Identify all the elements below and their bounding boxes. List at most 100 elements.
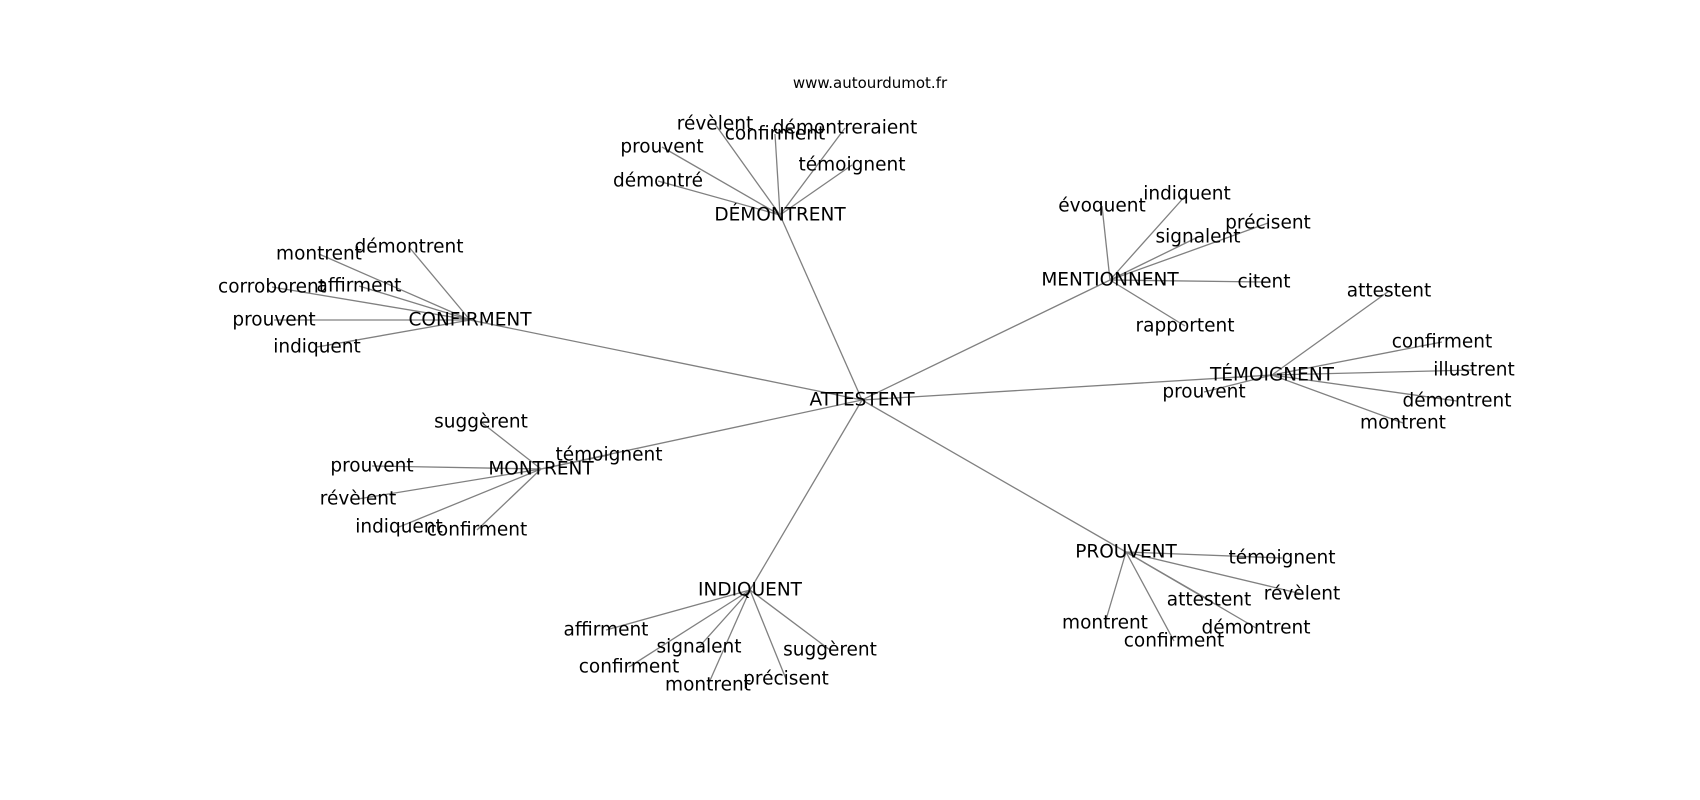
leaf-node-mentionnent-citent[interactable]: citent [1238, 272, 1291, 293]
leaf-node-mentionnent-indiquent[interactable]: indiquent [1143, 184, 1231, 205]
edge-center-demontrent [779, 214, 863, 401]
leaf-node-temoignent-attestent[interactable]: attestent [1347, 281, 1431, 302]
hub-node-mentionnent[interactable]: MENTIONNENT [1041, 270, 1179, 291]
edge-confirment-corroborent [271, 286, 471, 321]
edge-indiquent-suggerent [749, 589, 831, 651]
hub-node-prouvent[interactable]: PROUVENT [1075, 542, 1177, 563]
leaf-node-montrent-suggerent[interactable]: suggèrent [434, 412, 528, 433]
leaf-node-temoignent-montrent[interactable]: montrent [1360, 413, 1446, 434]
leaf-node-confirment-affirment[interactable]: affirment [317, 276, 402, 297]
edge-center-prouvent [861, 399, 1127, 553]
hub-node-indiquent[interactable]: INDIQUENT [698, 580, 803, 601]
edge-demontrent-prouvent [661, 146, 781, 216]
edge-center-mentionnent [861, 279, 1111, 401]
leaf-node-prouvent-attestent[interactable]: attestent [1167, 590, 1251, 611]
leaf-node-demontrent-revelent[interactable]: révèlent [677, 114, 753, 135]
hub-node-demontrent[interactable]: DÉMONTRENT [714, 204, 846, 226]
edge-montrent-suggerent [480, 421, 542, 470]
leaf-node-indiquent-affirment[interactable]: affirment [564, 620, 649, 641]
edge-prouvent-confirment [1125, 551, 1175, 642]
leaf-node-confirment-corroborent[interactable]: corroborent [218, 277, 326, 298]
edge-confirment-affirment [358, 285, 471, 321]
edge-confirment-indiquent [316, 319, 471, 348]
edge-prouvent-demontrent [1125, 551, 1257, 629]
edge-temoignent-attestent [1271, 290, 1390, 376]
edge-prouvent-revelent [1125, 551, 1303, 595]
edge-mentionnent-precisent [1109, 222, 1269, 281]
edge-demontrent-temoignent [779, 164, 853, 216]
leaf-node-indiquent-signalent[interactable]: signalent [656, 637, 741, 658]
center-node-attestent[interactable]: ATTESTENT [809, 390, 915, 411]
leaf-node-demontrent-demontre[interactable]: démontré [613, 171, 703, 192]
leaf-node-indiquent-precisent[interactable]: précisent [743, 669, 829, 690]
leaf-node-prouvent-revelent[interactable]: révèlent [1264, 584, 1340, 605]
leaf-node-mentionnent-signalent[interactable]: signalent [1155, 227, 1240, 248]
edge-montrent-revelent [357, 468, 542, 500]
leaf-node-montrent-confirment[interactable]: confirment [427, 520, 528, 541]
leaf-node-indiquent-montrent[interactable]: montrent [665, 675, 751, 696]
leaf-node-indiquent-suggerent[interactable]: suggèrent [783, 640, 877, 661]
site-url-label: www.autourdumot.fr [793, 74, 948, 92]
edge-prouvent-temoignent [1125, 551, 1283, 559]
edge-temoignent-confirment [1271, 341, 1443, 376]
leaf-node-prouvent-montrent[interactable]: montrent [1062, 613, 1148, 634]
leaf-node-montrent-temoignent[interactable]: témoignent [556, 445, 663, 466]
edge-demontrent-revelent [714, 123, 781, 216]
leaf-node-confirment-montrent[interactable]: montrent [276, 244, 362, 265]
leaf-node-montrent-prouvent[interactable]: prouvent [330, 456, 413, 477]
leaf-node-confirment-demontrent[interactable]: démontrent [354, 237, 463, 258]
leaf-node-prouvent-temoignent[interactable]: témoignent [1229, 548, 1336, 569]
leaf-node-temoignent-demontrent[interactable]: démontrent [1402, 391, 1511, 412]
leaf-node-temoignent-confirment[interactable]: confirment [1392, 332, 1493, 353]
leaf-node-demontrent-demontreraient[interactable]: démontreraient [773, 118, 917, 139]
leaf-node-prouvent-demontrent[interactable]: démontrent [1201, 618, 1310, 639]
edge-confirment-montrent [318, 253, 471, 321]
edge-indiquent-affirment [605, 589, 751, 631]
leaf-node-temoignent-prouvent[interactable]: prouvent [1162, 382, 1245, 403]
edge-mentionnent-rapportent [1109, 279, 1186, 327]
leaf-node-mentionnent-rapportent[interactable]: rapportent [1136, 316, 1235, 337]
graph-labels: ATTESTENTDÉMONTRENTrévèlentconfirmentdém… [218, 114, 1515, 696]
edge-indiquent-confirment [628, 589, 751, 668]
edge-indiquent-signalent [698, 589, 751, 648]
leaf-node-demontrent-confirment[interactable]: confirment [725, 124, 826, 145]
edge-temoignent-demontrent [1271, 374, 1458, 402]
edge-demontrent-demontre [657, 180, 781, 216]
edge-indiquent-montrent [707, 589, 751, 686]
leaf-node-demontrent-temoignent[interactable]: témoignent [799, 155, 906, 176]
edge-center-temoignent [861, 374, 1273, 401]
edge-indiquent-precisent [749, 589, 787, 680]
edge-mentionnent-indiquent [1109, 193, 1188, 281]
edge-temoignent-illustrent [1271, 369, 1475, 376]
edge-mentionnent-signalent [1109, 236, 1199, 281]
edge-montrent-indiquent [398, 468, 542, 528]
edge-confirment-demontrent [408, 246, 471, 321]
edge-mentionnent-citent [1109, 279, 1265, 283]
edge-center-confirment [469, 319, 863, 401]
edge-montrent-confirment [476, 468, 542, 531]
hub-node-montrent[interactable]: MONTRENT [488, 459, 594, 480]
leaf-node-mentionnent-precisent[interactable]: précisent [1225, 213, 1311, 234]
leaf-node-mentionnent-evoquent[interactable]: évoquent [1058, 196, 1145, 217]
edge-demontrent-confirment [774, 133, 781, 216]
leaf-node-demontrent-prouvent[interactable]: prouvent [620, 137, 703, 158]
edge-temoignent-prouvent [1203, 374, 1273, 393]
edge-mentionnent-evoquent [1101, 205, 1111, 281]
edge-montrent-temoignent [540, 454, 610, 470]
edge-temoignent-montrent [1271, 374, 1404, 424]
edge-montrent-prouvent [371, 465, 542, 470]
leaf-node-indiquent-confirment[interactable]: confirment [579, 657, 680, 678]
leaf-node-prouvent-confirment[interactable]: confirment [1124, 631, 1225, 652]
hub-node-temoignent[interactable]: TÉMOIGNENT [1209, 364, 1335, 386]
edge-center-indiquent [749, 399, 863, 591]
leaf-node-confirment-prouvent[interactable]: prouvent [232, 310, 315, 331]
hub-node-confirment[interactable]: CONFIRMENT [408, 310, 532, 331]
leaf-node-montrent-indiquent[interactable]: indiquent [355, 517, 443, 538]
graph-edges [271, 123, 1475, 686]
edge-demontrent-demontreraient [779, 127, 846, 216]
leaf-node-confirment-indiquent[interactable]: indiquent [273, 337, 361, 358]
leaf-node-montrent-revelent[interactable]: révèlent [320, 489, 396, 510]
leaf-node-temoignent-illustrent[interactable]: illustrent [1433, 360, 1515, 381]
edge-prouvent-montrent [1104, 551, 1127, 624]
